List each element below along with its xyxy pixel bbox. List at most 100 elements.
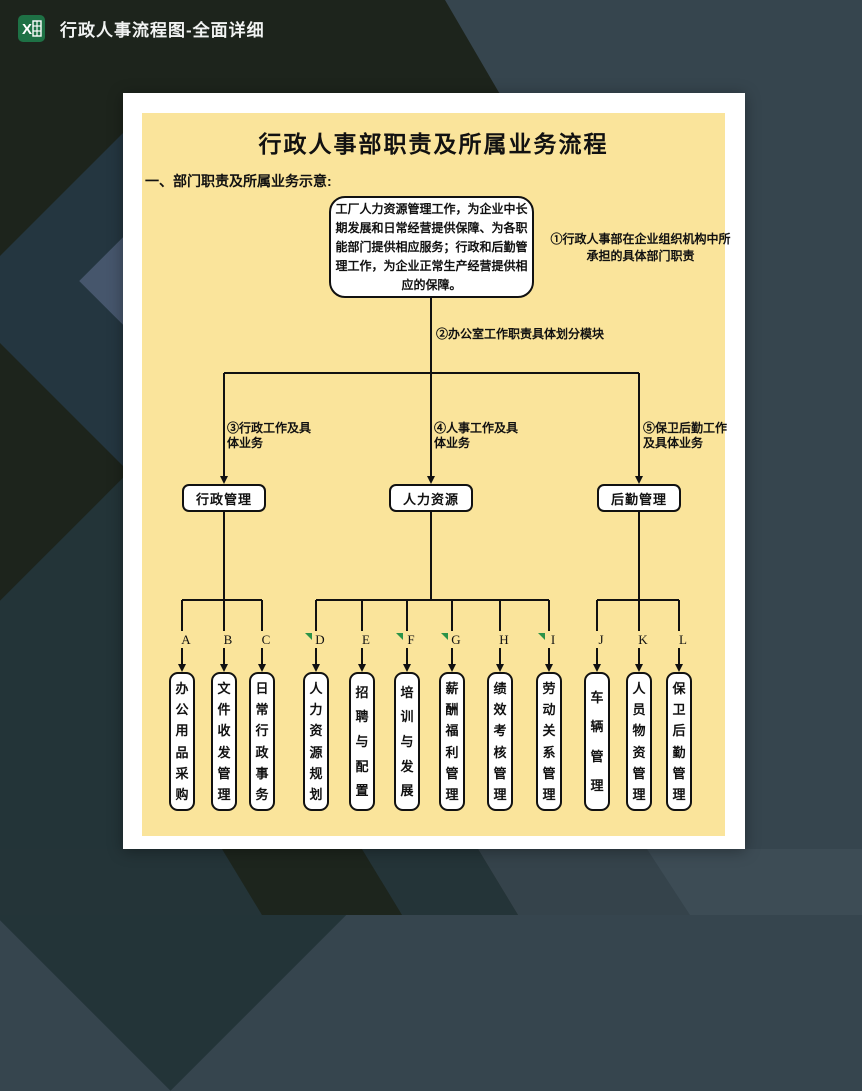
task-box-char: 与 (400, 733, 414, 749)
mid-box: 人力资源 (389, 484, 473, 512)
column-letter: G (448, 631, 464, 648)
task-box-char: 管 (590, 748, 604, 764)
task-box: 办公用品采购 (169, 672, 195, 811)
column-letter: J (593, 631, 609, 648)
mid-box: 行政管理 (182, 484, 266, 512)
column-letter: E (358, 631, 374, 648)
task-box-char: 理 (445, 786, 459, 802)
task-box-char: 划 (309, 786, 323, 802)
task-box-char: 绩 (493, 681, 507, 697)
task-box: 培训与发展 (394, 672, 420, 811)
task-box: 保卫后勤管理 (666, 672, 692, 811)
task-box-char: 发 (217, 744, 231, 760)
task-box-char: 管 (217, 765, 231, 781)
task-box: 劳动关系管理 (536, 672, 562, 811)
green-flag-icon (396, 633, 403, 640)
column-letter: L (675, 631, 691, 648)
task-box: 文件收发管理 (211, 672, 237, 811)
task-box-char: 人 (309, 681, 323, 697)
task-box-char: 系 (542, 744, 556, 760)
task-box: 人员物资管理 (626, 672, 652, 811)
column-letter: H (496, 631, 512, 648)
task-box-char: 资 (309, 723, 323, 739)
task-box-char: 公 (175, 702, 189, 718)
title-bar: X 行政人事流程图-全面详细 (0, 0, 862, 56)
task-box-char: 日 (255, 681, 269, 697)
task-box-char: 管 (542, 765, 556, 781)
branch-label: ⑤保卫后勤工作及具体业务 (643, 421, 728, 450)
task-box-char: 购 (175, 786, 189, 802)
task-box-char: 培 (400, 684, 414, 700)
task-box-char: 事 (255, 765, 269, 781)
green-flag-icon (538, 633, 545, 640)
task-box-char: 聘 (355, 709, 369, 725)
task-box-char: 核 (493, 744, 507, 760)
task-box-char: 管 (445, 765, 459, 781)
task-box-char: 规 (309, 765, 323, 781)
task-box-char: 勤 (672, 744, 686, 760)
task-box: 招聘与配置 (349, 672, 375, 811)
column-letter: A (178, 631, 194, 648)
task-box-char: 展 (400, 783, 414, 799)
excel-icon: X (18, 14, 45, 42)
annotation-1: ①行政人事部在企业组织机构中所承担的具体部门职责 (550, 232, 731, 263)
root-process-text: 工厂人力资源管理工作，为企业中长期发展和日常经营提供保障、为各职能部门提供相应服… (335, 201, 528, 292)
bg-bottom-stripe (0, 849, 262, 915)
task-box-char: 管 (493, 765, 507, 781)
task-box-char: 件 (217, 702, 231, 718)
task-box-char: 员 (632, 702, 646, 718)
task-box-char: 保 (672, 681, 686, 697)
file-title: 行政人事流程图-全面详细 (60, 20, 265, 40)
task-box-char: 车 (590, 689, 604, 705)
task-box-char: 人 (632, 681, 646, 697)
task-box-char: 文 (217, 681, 231, 697)
task-box-char: 理 (632, 786, 646, 802)
task-box-char: 置 (355, 783, 369, 799)
task-box-char: 源 (309, 744, 323, 760)
page-title: 行政人事部职责及所属业务流程 (258, 132, 609, 157)
document-page: 行政人事部职责及所属业务流程 一、部门职责及所属业务示意: 工厂人力资源管理工作… (123, 93, 745, 849)
task-box: 日常行政事务 (249, 672, 275, 811)
task-box-char: 招 (355, 684, 369, 700)
task-box-char: 考 (493, 723, 507, 739)
root-process-box: 工厂人力资源管理工作，为企业中长期发展和日常经营提供保障、为各职能部门提供相应服… (329, 196, 534, 298)
svg-text:X: X (22, 21, 32, 38)
task-box-char: 品 (175, 744, 189, 760)
task-box-char: 动 (542, 702, 556, 718)
task-box-char: 配 (355, 758, 369, 774)
task-box-char: 福 (445, 723, 459, 739)
task-box-char: 办 (175, 681, 189, 697)
task-box-char: 管 (672, 765, 686, 781)
column-letter: C (258, 631, 274, 648)
column-letter: K (635, 631, 651, 648)
task-box-char: 训 (400, 709, 414, 725)
column-letter: D (312, 631, 328, 648)
task-box-char: 资 (632, 744, 646, 760)
task-box-char: 理 (590, 778, 604, 794)
task-box-char: 采 (175, 765, 189, 781)
task-box-char: 劳 (542, 681, 556, 697)
task-box-char: 卫 (672, 702, 686, 718)
task-box-char: 酬 (445, 702, 459, 718)
section-label: 一、部门职责及所属业务示意: (145, 173, 332, 189)
task-box-char: 行 (255, 723, 269, 739)
task-box-char: 后 (672, 723, 686, 739)
branch-label: ③行政工作及具体业务 (227, 421, 312, 450)
task-box-char: 物 (632, 723, 646, 739)
task-box-char: 政 (255, 744, 269, 760)
column-letter: F (403, 631, 419, 648)
task-box-char: 发 (400, 758, 414, 774)
task-box-char: 效 (493, 702, 507, 718)
task-box-char: 常 (255, 702, 269, 718)
task-box-char: 理 (542, 786, 556, 802)
task-box-char: 理 (217, 786, 231, 802)
green-flag-icon (441, 633, 448, 640)
task-box: 绩效考核管理 (487, 672, 513, 811)
task-box-char: 用 (175, 723, 189, 739)
task-box-char: 辆 (590, 719, 604, 735)
task-box-char: 薪 (445, 681, 459, 697)
green-flag-icon (305, 633, 312, 640)
task-box-char: 与 (355, 733, 369, 749)
flowchart-canvas: 行政人事部职责及所属业务流程 一、部门职责及所属业务示意: 工厂人力资源管理工作… (142, 113, 731, 836)
